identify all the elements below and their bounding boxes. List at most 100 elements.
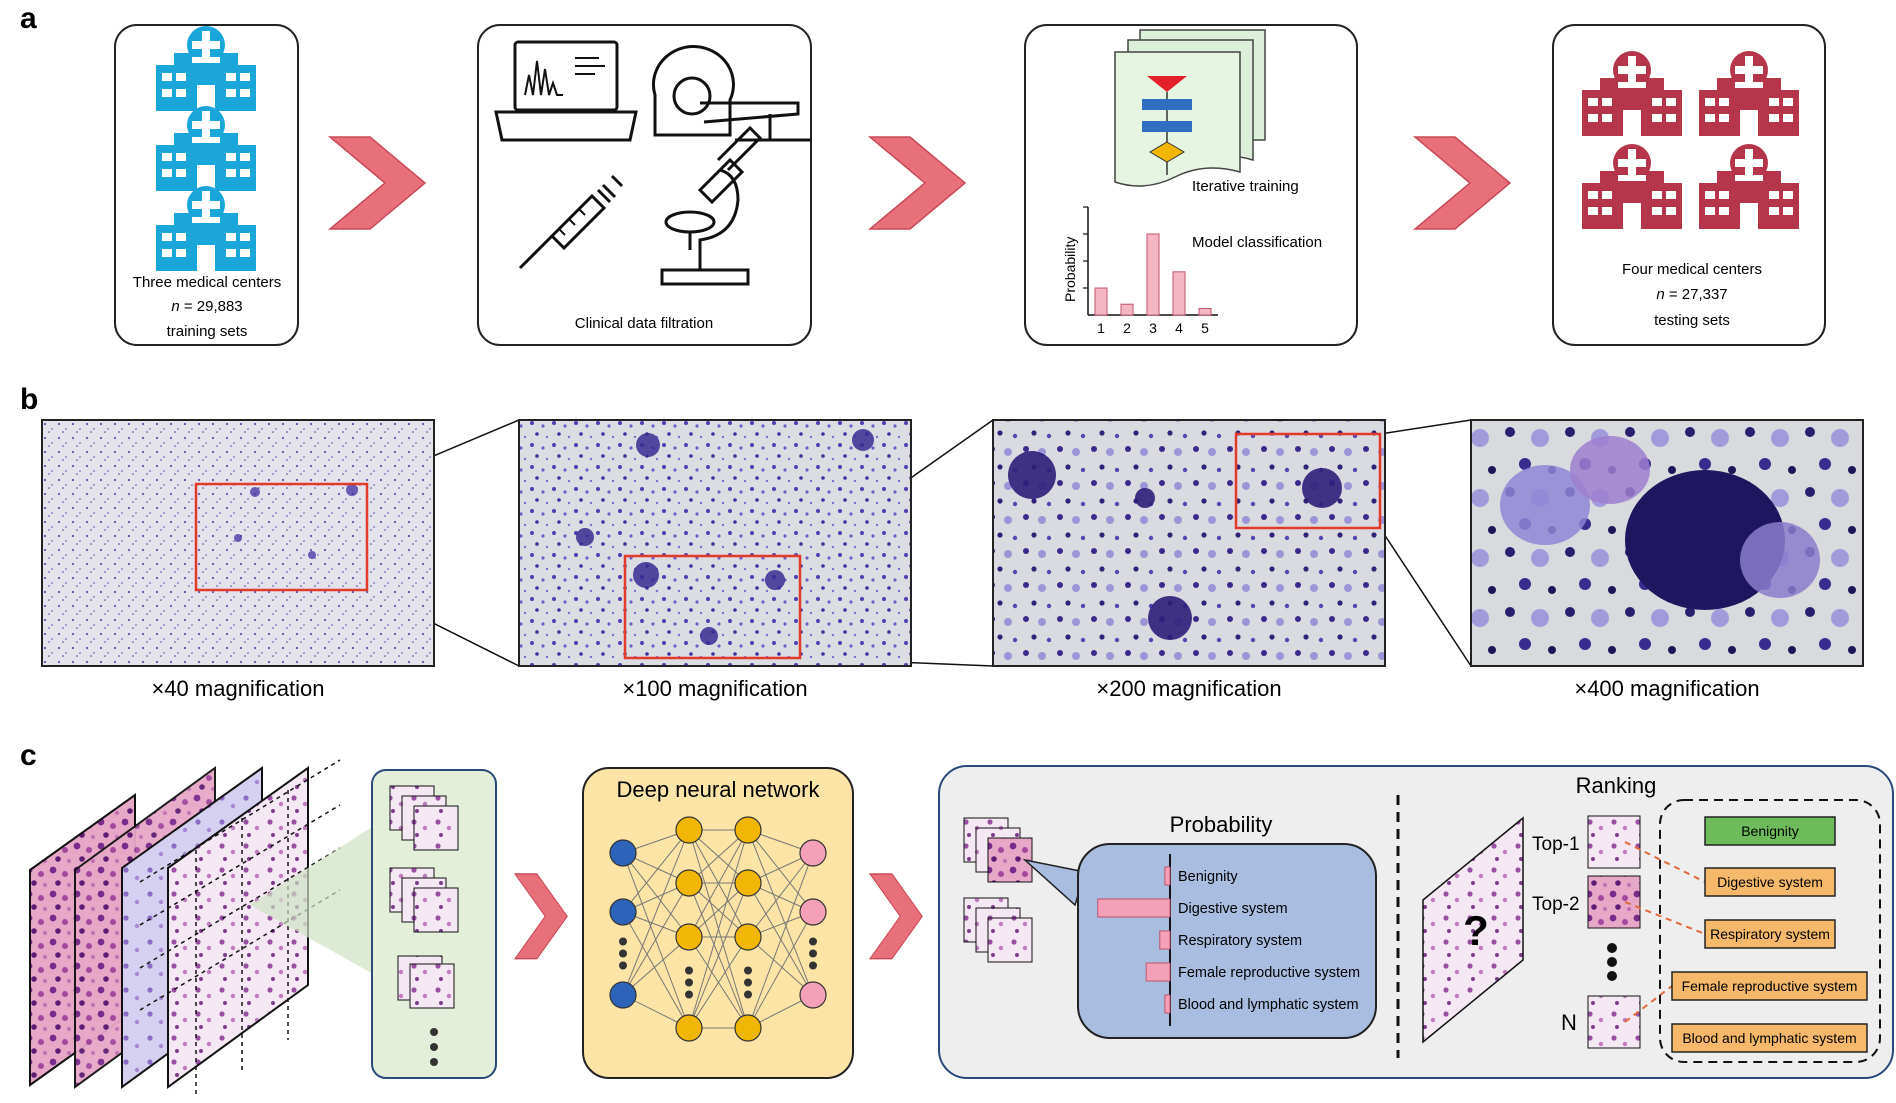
- probability-box: [1077, 843, 1377, 1039]
- probability-label: Female reproductive system: [1178, 965, 1360, 981]
- iterative-training-label: Iterative training: [1192, 178, 1299, 195]
- magnification-label-x100: ×100 magnification: [622, 676, 807, 701]
- dnn-node: [675, 869, 703, 897]
- chart-x-tick-label: 3: [1149, 320, 1157, 336]
- probability-bar: [1164, 866, 1171, 886]
- magnification-label-x200: ×200 magnification: [1096, 676, 1281, 701]
- training-caption-line3: training sets: [167, 323, 248, 340]
- dnn-node: [734, 923, 762, 951]
- system-label: Female reproductive system: [1682, 978, 1858, 994]
- dnn-node: [734, 1014, 762, 1042]
- probability-label: Blood and lymphatic system: [1178, 997, 1359, 1013]
- flowchart-documents-icon: [1114, 29, 1266, 187]
- training-caption-n: n = 29,883: [171, 298, 242, 315]
- training-step-box: [1024, 24, 1358, 346]
- chart-bar: [1146, 233, 1160, 316]
- rank-label-n: N: [1561, 1010, 1577, 1035]
- chart-bar: [1172, 271, 1186, 316]
- ranking-title: Ranking: [1576, 773, 1657, 798]
- system-label: Blood and lymphatic system: [1682, 1030, 1856, 1046]
- probability-bar: [1097, 898, 1171, 918]
- probability-bar: [1145, 962, 1171, 982]
- system-box: [1704, 816, 1836, 846]
- ellipsis-dot: [619, 949, 627, 958]
- chart-x-tick-label: 2: [1123, 320, 1131, 336]
- ellipsis-dot: [744, 990, 752, 999]
- system-label: Respiratory system: [1710, 926, 1830, 942]
- query-slide: [1422, 816, 1524, 1044]
- rank-label-top2: Top-2: [1532, 894, 1580, 915]
- microscope-icon: [660, 125, 763, 286]
- dnn-node: [799, 898, 827, 926]
- ellipsis-dots: [430, 1028, 438, 1066]
- whole-slide-stack: [29, 759, 341, 1095]
- micrograph-x40: [41, 419, 435, 667]
- chart-x-tick-label: 5: [1201, 320, 1209, 336]
- ellipsis-dot: [744, 978, 752, 987]
- panel-b-label: b: [20, 383, 38, 416]
- panel-a-label: a: [20, 2, 37, 35]
- systems-legend-frame: [1659, 799, 1881, 1063]
- probability-label: Digestive system: [1178, 901, 1288, 917]
- dnn-edge: [622, 936, 690, 996]
- micrograph-x100: [518, 419, 912, 667]
- magnification-label-x400: ×400 magnification: [1574, 676, 1759, 701]
- testing-caption-line1: Four medical centers: [1622, 261, 1762, 278]
- chart-bar: [1198, 308, 1212, 316]
- chart-bar: [1094, 287, 1108, 316]
- dnn-node: [675, 816, 703, 844]
- model-classification-label: Model classification: [1192, 234, 1322, 251]
- dnn-edge: [622, 852, 690, 1029]
- panel-c-label: c: [20, 739, 37, 772]
- ellipsis-dot: [809, 949, 817, 958]
- filtration-box: [477, 24, 812, 346]
- micrograph-x200: [992, 419, 1386, 667]
- dnn-edge: [747, 911, 814, 1029]
- patch-stack: [389, 867, 459, 933]
- dnn-node: [675, 1014, 703, 1042]
- question-mark: ?: [1463, 907, 1489, 954]
- ranked-patch: [1587, 995, 1641, 1049]
- ellipsis-dot: [809, 961, 817, 970]
- dnn-node: [675, 923, 703, 951]
- ellipsis-dot: [744, 966, 752, 975]
- dnn-edge: [747, 829, 814, 913]
- laptop-icon: [494, 40, 638, 142]
- ellipsis-dot: [685, 990, 693, 999]
- dnn-edge: [747, 852, 814, 938]
- cell-cluster: [1008, 451, 1342, 640]
- zoom-region: [194, 482, 369, 592]
- arrow-right-icon: [1414, 136, 1511, 230]
- dnn-edge: [747, 829, 814, 996]
- rank-label-top1: Top-1: [1532, 834, 1580, 855]
- ellipsis-dot: [809, 937, 817, 946]
- patch-callout: [250, 825, 375, 975]
- dnn-graph: [609, 816, 827, 1042]
- dnn-edge: [747, 882, 814, 996]
- dnn-edge: [622, 911, 690, 1029]
- dnn-box: [582, 767, 854, 1079]
- cell-cluster: [576, 429, 874, 645]
- dnn-title: Deep neural network: [616, 777, 820, 802]
- system-label: Benignity: [1741, 823, 1799, 839]
- probability-title: Probability: [1170, 812, 1273, 837]
- dnn-edge: [688, 936, 749, 1029]
- dnn-node: [799, 981, 827, 1009]
- arrow-right-icon: [869, 873, 923, 960]
- dnn-edge: [688, 882, 749, 1029]
- ranked-patch: [1587, 875, 1641, 929]
- system-box: [1704, 919, 1836, 949]
- dnn-edge: [747, 936, 814, 996]
- ellipsis-dot: [685, 966, 693, 975]
- ct-scanner-icon: [651, 45, 810, 142]
- patch-stack: [963, 897, 1033, 963]
- arrow-right-icon: [514, 873, 568, 960]
- rank-connectors: [1624, 841, 1706, 1023]
- ellipsis-dots: [1607, 943, 1617, 981]
- dnn-node: [799, 839, 827, 867]
- training-caption-line1: Three medical centers: [133, 274, 281, 291]
- patch-stack: [397, 955, 455, 1009]
- magnification-label-x40: ×40 magnification: [151, 676, 324, 701]
